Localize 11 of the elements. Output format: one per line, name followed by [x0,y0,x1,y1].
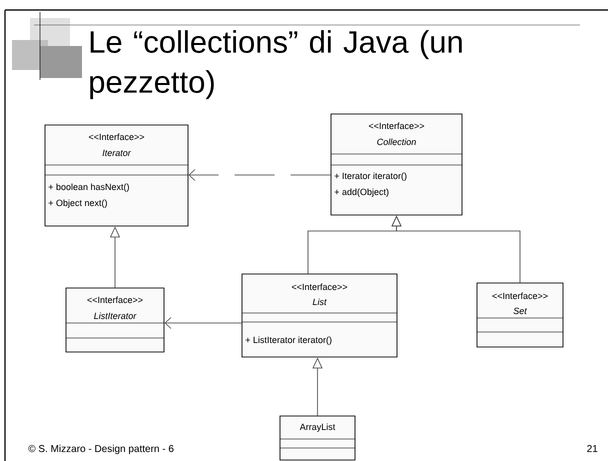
footer-text: © S. Mizzaro - Design pattern - 6 [28,444,174,454]
arrow [188,169,331,181]
class-box: <<Interface>> Collection + Iterator iterator() + add(Object) [330,114,462,216]
slide-title: Le “collections” di Java (un pezzetto) [90,30,462,100]
class-box: <<Interface>> Set [476,282,564,348]
class-box: ArrayList [280,416,356,460]
class-box: <<Interface>> ListIterator [66,288,164,352]
class-box: <<Interface>> List + ListIterator iterator() [242,274,398,358]
arrow [164,317,242,329]
class-box: <<Interface>> Iterator + boolean hasNext() + Object next() [44,124,188,226]
page-number: 21 [587,445,598,452]
